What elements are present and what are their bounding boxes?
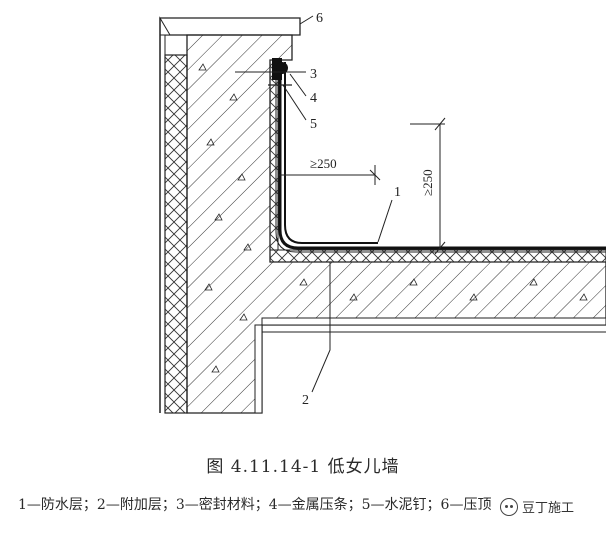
sealant-and-strip [268,58,292,86]
watermark: 豆丁施工 [497,497,576,516]
waterproof-membrane [275,62,606,253]
callout-3: 3 [310,67,317,82]
insulation-layer [164,54,188,414]
callout-5: 5 [310,117,317,132]
figure-legend: 1—防水层；2—附加层；3—密封材料；4—金属压条；5—水泥钉；6—压顶 [18,497,492,513]
callout-1: 1 [394,185,401,200]
concrete-structure [186,34,606,414]
dimension-vertical-label: ≥250 [420,169,435,196]
outer-finish [159,18,166,413]
watermark-label: 豆丁施工 [521,501,574,516]
interior-finish [254,317,606,414]
callout-2: 2 [302,393,309,408]
callout-6: 6 [316,11,323,26]
figure-title: 图 4.11.14-1 低女儿墙 [206,457,400,477]
dimension-horizontal-label: ≥250 [310,156,337,171]
leader-lines [235,15,393,393]
dimension-lines [278,117,446,255]
callout-4: 4 [310,91,317,106]
parapet-detail-drawing: 6 3 4 5 1 2 ≥250 ≥250 [159,11,606,414]
coping [159,16,301,36]
wechat-icon [499,497,518,516]
